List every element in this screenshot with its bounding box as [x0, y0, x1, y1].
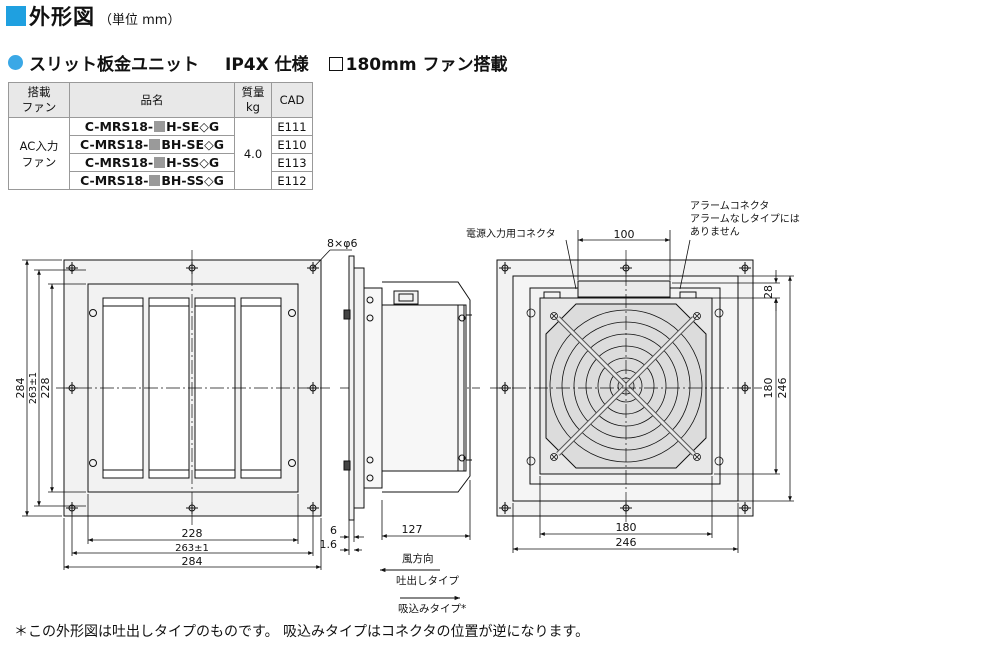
front-vertical-dims — [22, 259, 86, 517]
page-title: 外形図 — [29, 5, 95, 29]
color-code-icon — [154, 121, 166, 132]
side-view — [340, 255, 480, 555]
part-number-cell: C-MRS18-H-SE◇G — [69, 117, 235, 136]
th-cad: CAD — [271, 82, 313, 118]
color-code-icon — [154, 157, 166, 168]
part-number-cell: C-MRS18-H-SS◇G — [69, 153, 235, 172]
subtitle-fan: 180mm ファン搭載 — [328, 50, 507, 75]
header-accent-square — [6, 6, 26, 26]
dim-263-h: 263±1 — [175, 543, 209, 554]
bullet-dot-icon — [8, 55, 23, 70]
square-size-icon — [328, 57, 343, 71]
dim-6: 6 — [330, 524, 337, 537]
subtitle-product: スリット板金ユニット — [29, 55, 199, 75]
cad-cell: E111 — [271, 117, 313, 136]
exhaust-label: 吐出しタイプ — [396, 574, 459, 587]
dim-263-v: 263±1 — [28, 372, 39, 404]
front-horizontal-dims — [63, 494, 322, 570]
alarm-connector-label: アラームコネクタ — [690, 200, 769, 212]
footnote: ＊この外形図は吐出しタイプのものです。 吸込みタイプはコネクタの位置が逆になりま… — [14, 624, 590, 640]
part-number-cell: C-MRS18-BH-SE◇G — [69, 135, 235, 154]
dim-246-h: 246 — [616, 536, 637, 549]
color-code-icon — [149, 139, 161, 150]
dim-100: 100 — [614, 228, 635, 241]
dim-180-h: 180 — [616, 521, 637, 534]
cad-cell: E112 — [271, 171, 313, 190]
alarm-note-line2: アラームなしタイプには — [690, 213, 800, 225]
spec-table: 搭載 ファン 品名 質量 kg CAD AC入力 ファン C-MRS18-H-S… — [8, 82, 313, 190]
dim-1-6: 1.6 — [320, 538, 338, 551]
subtitle-spec: IP4X 仕様 — [225, 55, 309, 75]
product-subtitle: スリット板金ユニット IP4X 仕様 180mm ファン搭載 — [8, 50, 507, 75]
dim-228-h: 228 — [182, 527, 203, 540]
wind-direction-legend: 風方向 吐出しタイプ 吸込みタイプ* — [380, 552, 466, 615]
dim-228-v: 228 — [39, 378, 52, 399]
dim-127: 127 — [402, 523, 423, 536]
front-view — [56, 249, 352, 525]
dim-284-v: 284 — [14, 378, 27, 399]
intake-label: 吸込みタイプ* — [398, 603, 466, 615]
power-connector-label: 電源入力用コネクタ — [466, 227, 556, 240]
wind-direction-label: 風方向 — [402, 552, 434, 565]
mass-cell: 4.0 — [234, 117, 272, 190]
rear-screw-group — [526, 308, 724, 466]
part-number-cell: C-MRS18-BH-SS◇G — [69, 171, 235, 190]
side-screw-group — [366, 296, 466, 482]
holes-label: 8×φ6 — [327, 237, 357, 250]
dim-284-h: 284 — [182, 555, 203, 568]
th-fan: 搭載 ファン — [8, 82, 70, 118]
rear-mounting-hole-group — [499, 262, 751, 514]
alarm-note-line3: ありません — [690, 226, 740, 238]
dim-28: 28 — [762, 285, 775, 299]
rear-dims — [512, 230, 794, 553]
fan-type-cell: AC入力 ファン — [8, 117, 70, 190]
dim-246-v: 246 — [776, 378, 789, 399]
unit-note: （単位 mm） — [99, 12, 181, 28]
rear-view — [490, 239, 762, 522]
dim-180-v: 180 — [762, 378, 775, 399]
color-code-icon — [149, 175, 161, 186]
section-header: 外形図 （単位 mm） — [6, 4, 181, 29]
